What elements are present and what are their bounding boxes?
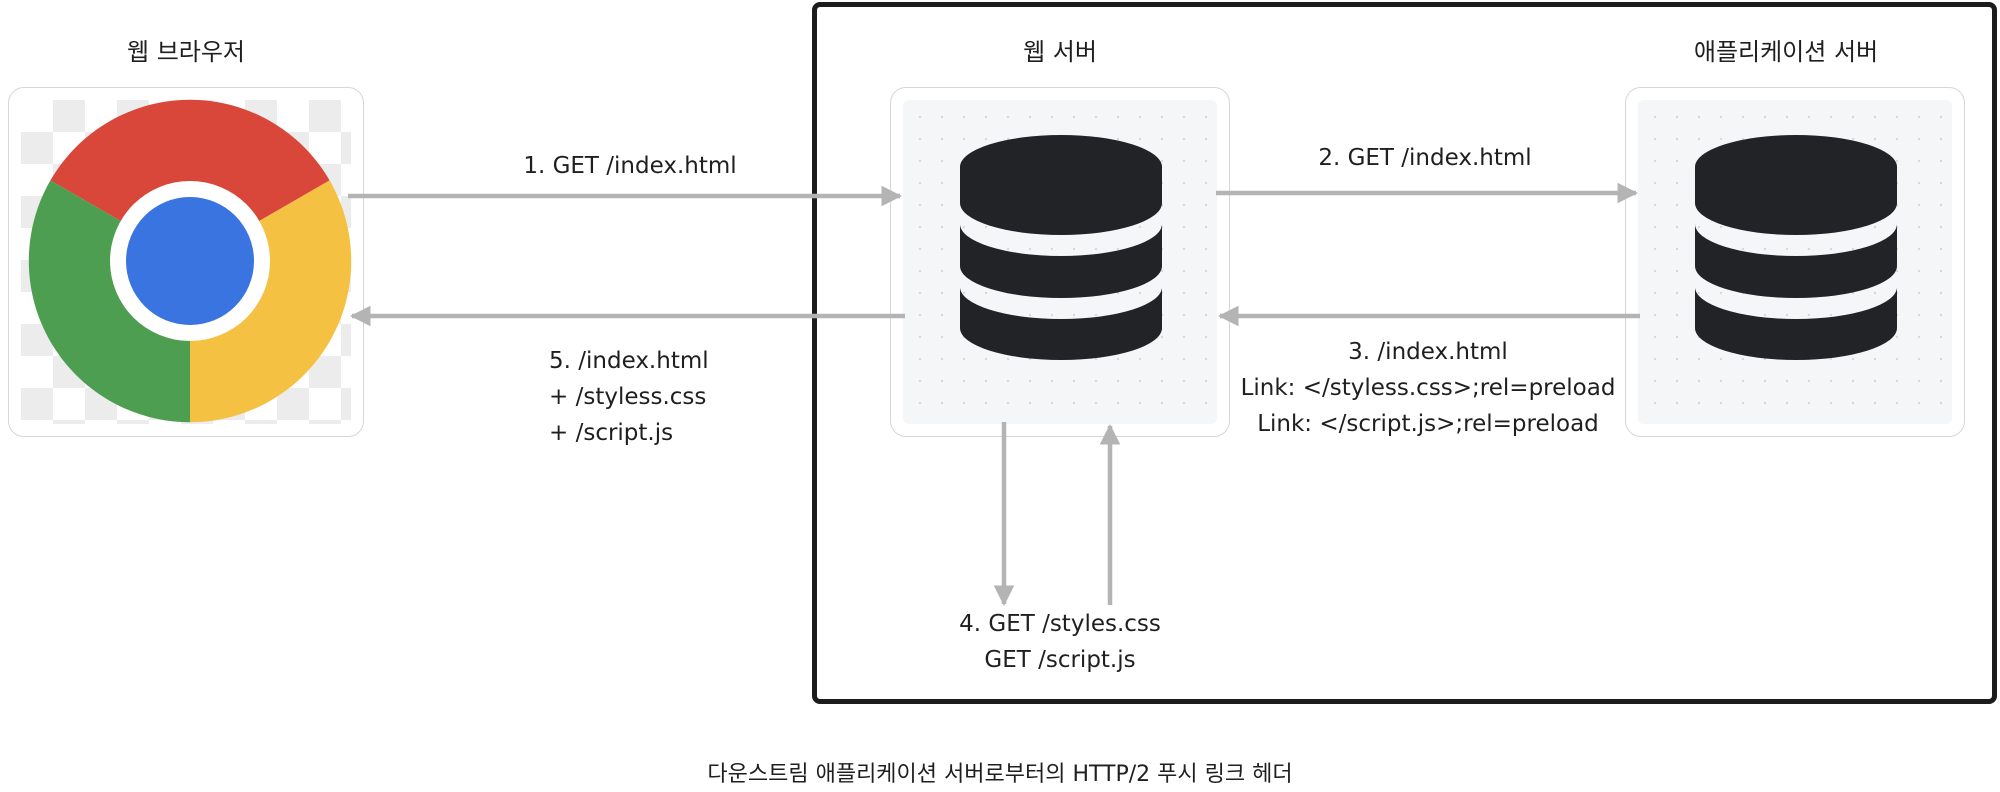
browser-title: 웹 브라우저 — [126, 38, 246, 66]
chrome-red-segment — [50, 99, 330, 261]
edge-label-1: 1. GET /index.html — [523, 153, 737, 179]
chrome-center-circle — [126, 197, 254, 325]
edge-label-3: 3. /index.html Link: </styless.css>;rel=… — [1240, 339, 1616, 437]
diagram-caption: 다운스트림 애플리케이션 서버로부터의 HTTP/2 푸시 링크 헤더 — [707, 762, 1293, 787]
web-server-title: 웹 서버 — [1023, 38, 1097, 66]
chrome-logo-icon — [28, 99, 352, 423]
app-server-title: 애플리케이션 서버 — [1693, 38, 1879, 66]
database-icon — [960, 135, 1162, 360]
browser-node — [8, 87, 364, 437]
app-server-node — [1625, 87, 1965, 437]
web-server-node — [890, 87, 1230, 437]
edge-label-4: 4. GET /styles.css GET /script.js — [959, 611, 1161, 673]
server-group-frame — [812, 2, 1997, 704]
database-icon — [1695, 135, 1897, 360]
edge-label-5: 5. /index.html + /styless.css + /script.… — [549, 348, 709, 446]
edge-label-2: 2. GET /index.html — [1318, 145, 1532, 171]
